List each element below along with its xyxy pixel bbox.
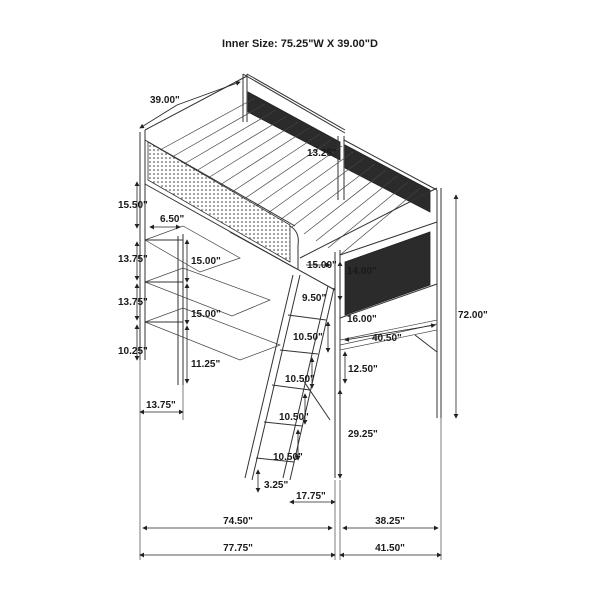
dim-13-75-bottom: 13.75" [146,400,176,411]
dim-12-50: 12.50" [348,364,378,375]
dim-77-75: 77.75" [223,543,253,554]
side-shelves [144,225,281,385]
dim-72-00: 72.00" [458,310,488,321]
dim-13-25: 13.25" [307,148,337,159]
inner-size-title: Inner Size: 75.25"W X 39.00"D [222,38,378,50]
dimension-labels: 39.00" 13.25" 15.50" 6.50" 13.75" 15.00"… [118,95,488,554]
dim-15-50: 15.50" [118,200,148,211]
dim-38-25: 38.25" [375,516,405,527]
dim-39-00: 39.00" [150,95,180,106]
dim-10-50-first: 10.50" [293,332,323,343]
dim-40-50: 40.50" [372,333,402,344]
dimension-lines [134,81,459,560]
dim-13-75-lower: 13.75" [118,297,148,308]
right-top-panel [344,144,431,213]
loft-bed-drawing [139,73,442,481]
back-top-panel [247,91,341,161]
dim-74-50: 74.50" [223,516,253,527]
dim-10-50-third: 10.50" [279,412,309,423]
foot-lower-panel [344,231,431,316]
dim-15-00-right: 15.00" [307,260,337,271]
dim-16-00: 16.00" [347,314,377,325]
dim-9-50: 9.50" [302,293,326,304]
bed-slats [159,97,421,256]
dim-41-50: 41.50" [375,543,405,554]
dim-29-25: 29.25" [348,429,378,440]
dim-3-25: 3.25" [264,480,288,491]
dim-6-50: 6.50" [160,214,184,225]
dim-15-00-upper: 15.00" [191,256,221,267]
dim-10-25: 10.25" [118,346,148,357]
dim-13-75-upper: 13.75" [118,254,148,265]
dim-17-75: 17.75" [296,491,326,502]
mesh-guard-panel [147,141,291,263]
dim-15-00-lower: 15.00" [191,309,221,320]
dim-10-50-second: 10.50" [285,374,315,385]
dim-14-00: 14.00" [347,266,377,277]
dim-10-50-fourth: 10.50" [273,452,303,463]
dim-11-25: 11.25" [191,359,220,370]
